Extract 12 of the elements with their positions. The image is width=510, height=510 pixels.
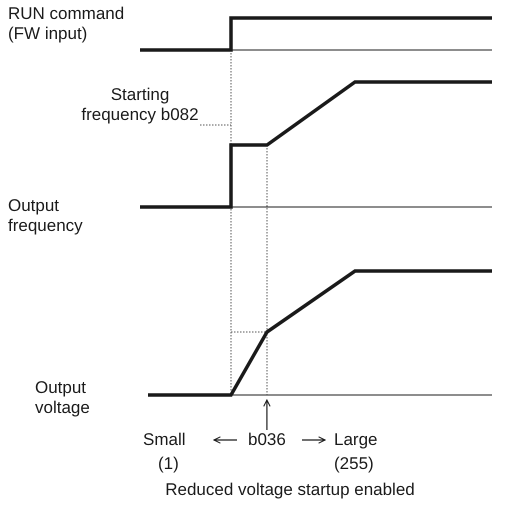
scale-value: (1): [158, 454, 179, 474]
scale-value: (255): [334, 454, 374, 474]
parameter-label: Starting frequency b082: [80, 85, 200, 125]
caption: Reduced voltage startup enabled: [164, 480, 416, 500]
scale-label: Small: [143, 430, 186, 450]
scale-label: Large: [334, 430, 378, 450]
leader-arrow: [263, 399, 271, 430]
parameter-label: b036: [248, 430, 286, 450]
dotted-leader-line: [200, 124, 232, 126]
signal-label: Output frequency: [8, 196, 84, 236]
signal-label: RUN command (FW input): [8, 4, 126, 44]
signal-label: Output voltage: [35, 378, 91, 418]
